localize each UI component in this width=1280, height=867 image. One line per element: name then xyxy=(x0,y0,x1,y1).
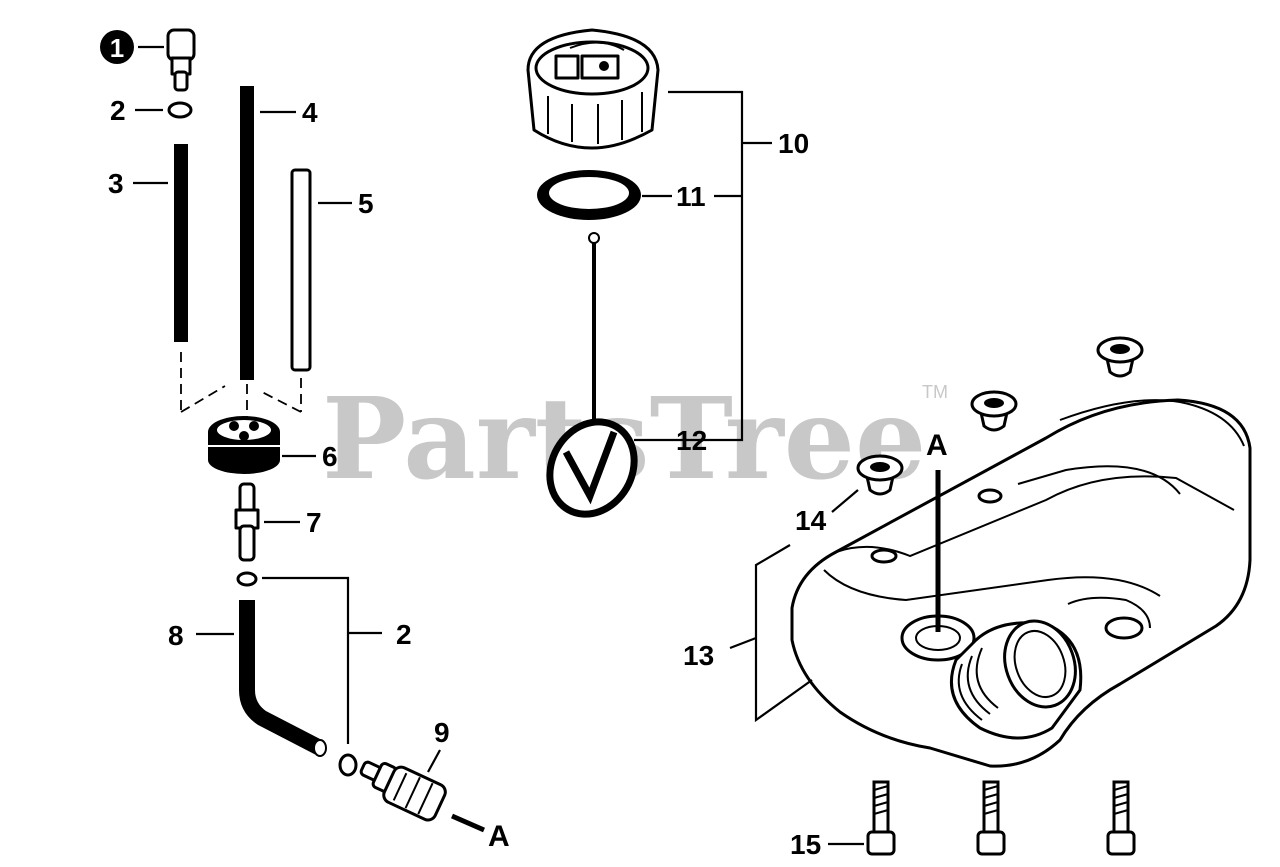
part-12-strainer[interactable] xyxy=(533,232,650,530)
callout-1-badge xyxy=(100,30,134,64)
callout-7[interactable]: 7 xyxy=(306,507,322,538)
callout-12[interactable]: 12 xyxy=(676,425,707,456)
watermark-trademark: TM xyxy=(922,382,948,402)
part-11-gasket[interactable] xyxy=(537,170,641,220)
assembly-dashed-lines xyxy=(180,352,302,420)
callout-6[interactable]: 6 xyxy=(322,441,338,472)
callout-10[interactable]: 10 xyxy=(778,128,809,159)
callout-5[interactable]: 5 xyxy=(358,188,374,219)
part-14-mount-2[interactable] xyxy=(970,390,1018,432)
marker-a-filter[interactable]: A xyxy=(488,820,510,853)
callout-2-top[interactable]: 2 xyxy=(110,95,126,126)
callout-9[interactable]: 9 xyxy=(434,717,450,748)
marker-a-filter-arrow xyxy=(450,813,486,833)
part-2-o-ring-lower[interactable] xyxy=(236,571,258,587)
callout-14[interactable]: 14 xyxy=(795,505,827,536)
part-10-fuel-cap[interactable] xyxy=(526,28,660,150)
part-14-mount-3[interactable] xyxy=(856,454,904,496)
callout-3[interactable]: 3 xyxy=(108,168,124,199)
part-9-fuel-filter[interactable] xyxy=(354,752,448,823)
part-15-screw-1[interactable] xyxy=(866,780,896,856)
part-2-o-ring-filter[interactable] xyxy=(338,753,358,777)
callout-13[interactable]: 13 xyxy=(683,640,714,671)
part-15-screw-3[interactable] xyxy=(1106,780,1136,856)
callout-15[interactable]: 15 xyxy=(790,829,821,860)
part-3-fuel-line[interactable] xyxy=(174,144,188,342)
part-13-fuel-tank[interactable] xyxy=(790,398,1252,768)
part-6-grommet[interactable] xyxy=(208,416,280,474)
part-2-o-ring-top[interactable] xyxy=(167,101,193,119)
part-14-mount-1[interactable] xyxy=(1096,336,1144,378)
marker-a-tank[interactable]: A xyxy=(926,429,948,462)
part-8-fuel-hose[interactable] xyxy=(239,600,324,756)
callout-1[interactable]: 1 xyxy=(110,33,124,63)
callout-11[interactable]: 11 xyxy=(676,181,706,212)
part-7-connector[interactable] xyxy=(234,482,260,562)
part-1-fitting[interactable] xyxy=(166,28,196,92)
part-5-tube[interactable] xyxy=(290,168,312,372)
part-4-fuel-line[interactable] xyxy=(240,86,254,380)
callout-4[interactable]: 4 xyxy=(302,97,318,128)
callout-8[interactable]: 8 xyxy=(168,620,184,651)
part-15-screw-2[interactable] xyxy=(976,780,1006,856)
callout-2-lower[interactable]: 2 xyxy=(396,619,412,650)
